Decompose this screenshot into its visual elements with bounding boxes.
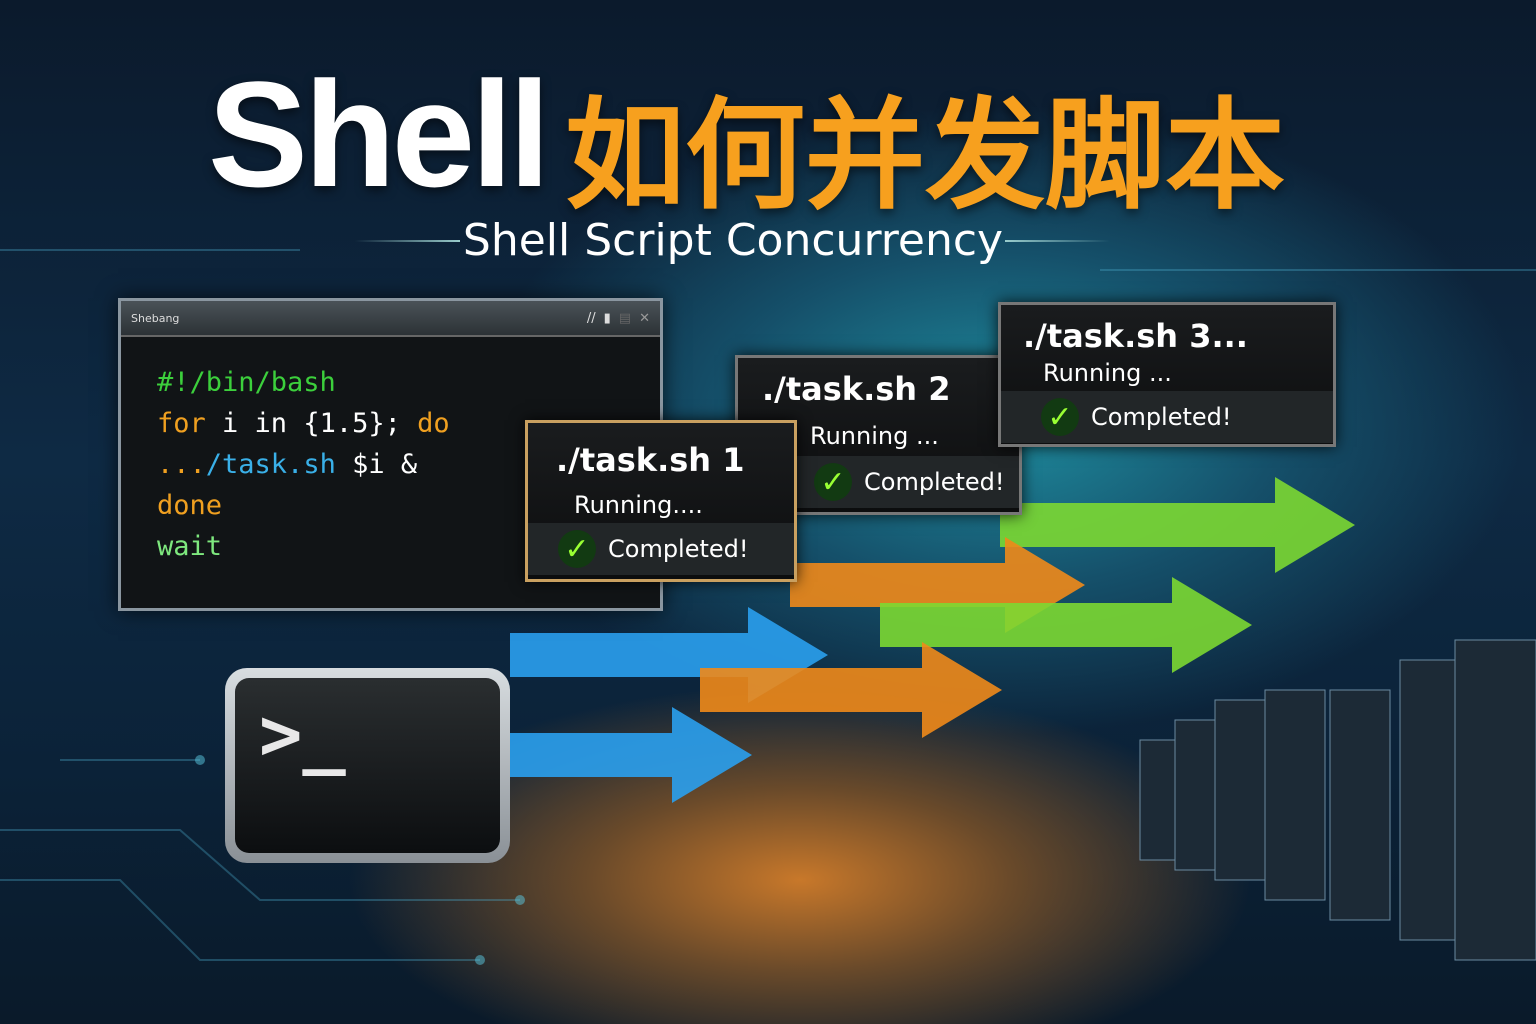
server-rack bbox=[1454, 639, 1536, 961]
code-token: done bbox=[157, 490, 223, 521]
window-title-bar: Shebang // ▮ ▤ ✕ bbox=[121, 301, 660, 337]
task-status: Running ... bbox=[810, 422, 939, 450]
flow-arrow bbox=[510, 707, 752, 803]
code-line: #!/bin/bash bbox=[157, 367, 336, 398]
code-token: /task.sh bbox=[205, 449, 336, 480]
task-name: ./task.sh 1 bbox=[556, 441, 745, 479]
task-name: ./task.sh 3... bbox=[1023, 317, 1248, 355]
menu-icon[interactable]: ▤ bbox=[618, 310, 632, 326]
maximize-icon[interactable]: ▮ bbox=[603, 310, 611, 326]
subtitle: Shell Script Concurrency bbox=[462, 215, 1004, 266]
code-token: $i & bbox=[335, 449, 418, 480]
terminal-prompt: >_ bbox=[235, 678, 500, 853]
task-card-1: ./task.sh 1 Running.... ✓ Completed! bbox=[525, 420, 797, 582]
check-icon: ✓ bbox=[814, 463, 852, 501]
check-icon: ✓ bbox=[558, 530, 596, 568]
code-line: done bbox=[157, 490, 222, 521]
code-token: wait bbox=[157, 531, 223, 562]
terminal-app-icon: >_ bbox=[225, 668, 510, 863]
code-token: ... bbox=[157, 449, 206, 480]
server-rack bbox=[1264, 689, 1326, 901]
task-name: ./task.sh 2 bbox=[762, 370, 951, 408]
code-line: wait bbox=[157, 531, 222, 562]
task-result: Completed! bbox=[864, 468, 1005, 496]
check-icon: ✓ bbox=[1041, 398, 1079, 436]
subtitle-rule-left bbox=[355, 240, 460, 242]
task-card-3: ./task.sh 3... Running ... ✓ Completed! bbox=[998, 302, 1336, 447]
code-token: i in {1.5}; bbox=[205, 408, 418, 439]
title-chinese: 如何并发脚本 bbox=[565, 87, 1285, 226]
code-token: #!/bin/bash bbox=[157, 367, 336, 398]
code-token: do bbox=[417, 408, 450, 439]
task-result: Completed! bbox=[608, 535, 749, 563]
server-rack bbox=[1329, 689, 1391, 921]
server-rack bbox=[1214, 699, 1266, 881]
signal-icon: // bbox=[586, 310, 596, 326]
task-status: Running.... bbox=[574, 491, 703, 519]
close-icon[interactable]: ✕ bbox=[639, 310, 650, 326]
flow-arrow bbox=[700, 642, 1002, 738]
title-english: Shell bbox=[208, 50, 550, 218]
flow-arrow bbox=[880, 577, 1252, 673]
task-result: Completed! bbox=[1091, 403, 1232, 431]
task-status: Running ... bbox=[1043, 359, 1172, 387]
code-token: for bbox=[157, 408, 206, 439]
code-line: .../task.sh $i & bbox=[157, 449, 417, 480]
code-line: for i in {1.5}; do bbox=[157, 408, 450, 439]
window-title: Shebang bbox=[131, 311, 180, 325]
server-rack bbox=[1139, 739, 1181, 861]
flow-arrow bbox=[1000, 477, 1355, 573]
server-rack bbox=[1174, 719, 1221, 871]
